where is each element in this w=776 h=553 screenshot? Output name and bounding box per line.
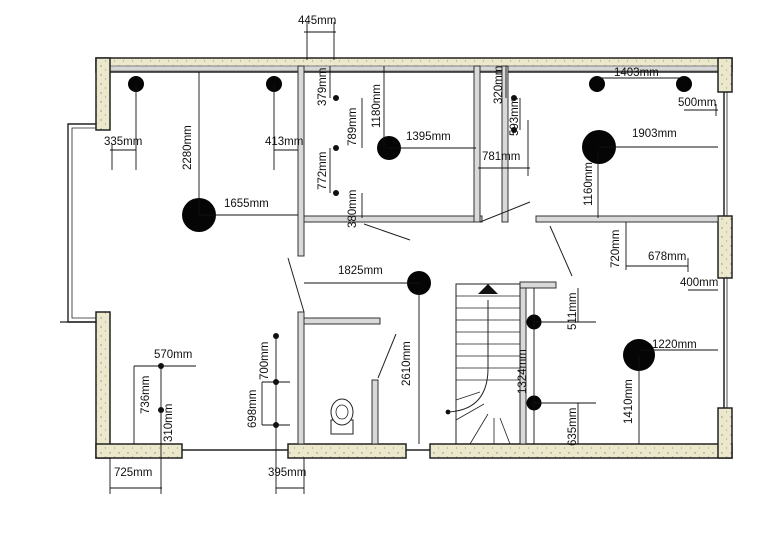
exterior-walls — [95, 57, 733, 459]
ceiling-lamps — [128, 76, 692, 411]
dim-335: 335mm — [104, 136, 142, 148]
dim-445: 445mm — [298, 15, 336, 27]
dim-395: 395mm — [268, 467, 306, 479]
dim-2280: 2280mm — [182, 125, 194, 170]
staircase — [445, 283, 521, 445]
wall-bottom-3 — [429, 443, 733, 459]
lamp-bed-2 — [676, 76, 692, 92]
dim-772: 772mm — [317, 152, 329, 190]
lamp-bed-1 — [589, 76, 605, 92]
dim-698: 698mm — [247, 390, 259, 428]
dim-400: 400mm — [680, 277, 718, 289]
dim-1903: 1903mm — [632, 128, 677, 140]
dimension-labels: 445mm 379mm 789mm 1180mm 1395mm 772mm 38… — [104, 15, 718, 479]
dim-781: 781mm — [482, 151, 520, 163]
dim-1410: 1410mm — [623, 379, 635, 424]
dim-379: 379mm — [317, 68, 329, 106]
dim-1324: 1324mm — [517, 349, 529, 394]
dim-1825: 1825mm — [338, 265, 383, 277]
dim-380: 380mm — [347, 190, 359, 228]
dimension-lines — [109, 22, 718, 494]
dim-511: 511mm — [567, 293, 579, 331]
wall-left-upper — [95, 57, 111, 131]
dim-1395: 1395mm — [406, 131, 451, 143]
dim-700: 700mm — [259, 342, 271, 380]
wall-bottom-2 — [287, 443, 407, 459]
dim-789: 789mm — [347, 108, 359, 146]
interior-walls — [297, 65, 719, 445]
dim-570: 570mm — [154, 349, 192, 361]
dim-310: 310mm — [163, 404, 175, 442]
wall-left-lower — [95, 311, 111, 459]
dim-413: 413mm — [265, 136, 303, 148]
dim-678: 678mm — [648, 251, 686, 263]
dim-320: 320mm — [493, 66, 505, 104]
toilet — [330, 398, 354, 435]
dim-1180: 1180mm — [371, 84, 383, 128]
dim-1655: 1655mm — [224, 198, 269, 210]
dim-725: 725mm — [114, 467, 152, 479]
dim-635: 635mm — [567, 408, 579, 446]
dim-736: 736mm — [140, 376, 152, 414]
dim-500: 500mm — [678, 97, 716, 109]
dim-593: 593mm — [509, 98, 521, 136]
dim-2610: 2610mm — [401, 341, 413, 386]
dim-1403: 1403mm — [614, 67, 659, 79]
dim-720: 720mm — [610, 230, 622, 268]
spot-points — [158, 95, 517, 428]
wall-bottom-1 — [95, 443, 183, 459]
wall-right-lower — [717, 407, 733, 459]
doors — [287, 201, 573, 379]
bay-window — [60, 123, 96, 323]
wall-right-mid — [717, 215, 733, 279]
dim-1160: 1160mm — [583, 162, 595, 206]
wall-right-upper — [717, 57, 733, 93]
dim-1220: 1220mm — [652, 339, 697, 351]
